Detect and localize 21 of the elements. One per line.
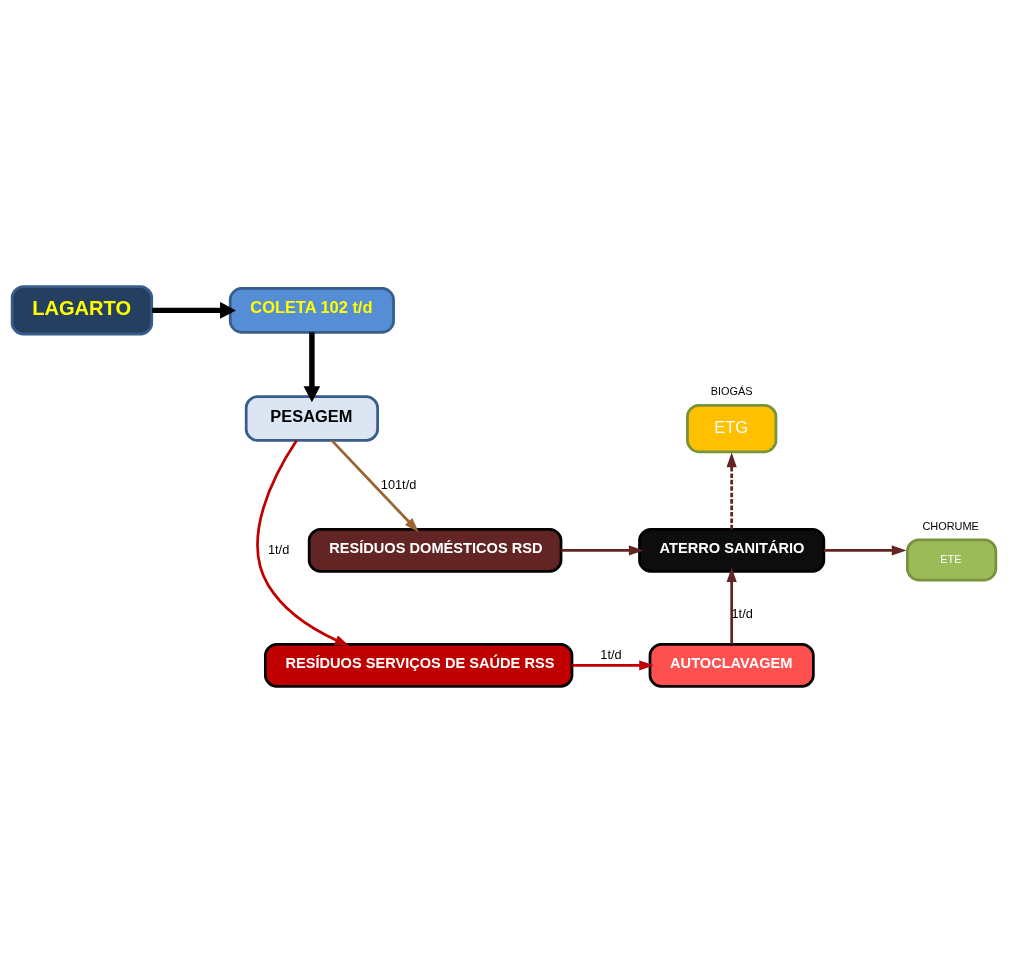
edge-label: 1t/d <box>600 647 622 663</box>
edge-label: 101t/d <box>380 477 417 493</box>
arrow <box>152 302 236 319</box>
node-box: AUTOCLAVAGEM <box>648 643 815 688</box>
node-box: PESAGEM <box>244 395 379 442</box>
node-box: COLETA 102 t/d <box>228 287 395 334</box>
arrow <box>330 439 419 533</box>
arrow <box>256 439 350 646</box>
node-label: BIOGÁS <box>710 385 753 398</box>
arrow <box>572 660 654 671</box>
arrow <box>303 332 321 403</box>
node-box: LAGARTO <box>10 285 154 336</box>
node-box: RESÍDUOS DOMÉSTICOS RSD <box>307 528 563 573</box>
arrow <box>726 452 737 530</box>
node-box: ATERRO SANITÁRIO <box>638 528 826 573</box>
edge-label: 1t/d <box>267 541 290 557</box>
node-label: CHORUME <box>922 519 979 532</box>
node-box: RESÍDUOS SERVIÇOS DE SAÚDE RSS <box>264 643 574 688</box>
arrow <box>561 545 644 556</box>
arrow <box>726 567 737 644</box>
arrow <box>824 545 907 556</box>
